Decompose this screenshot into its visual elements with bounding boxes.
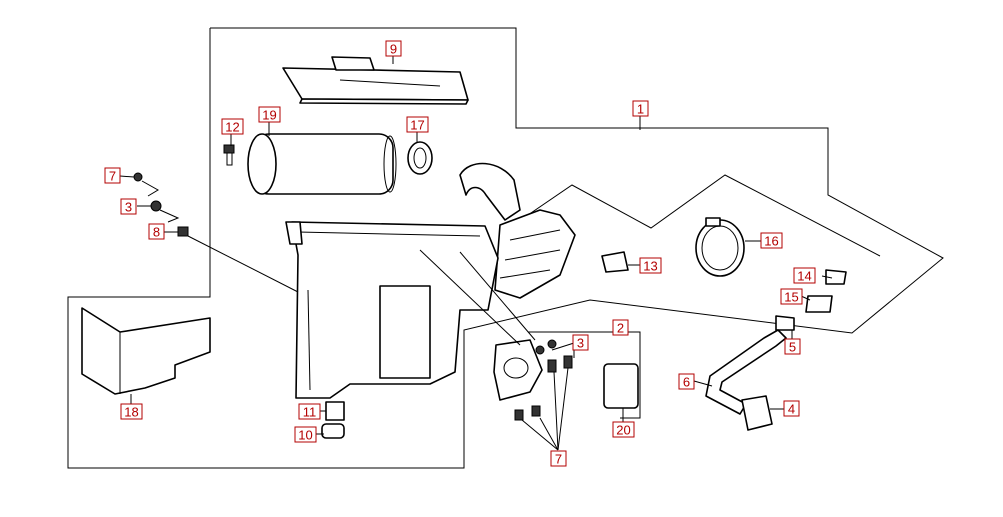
hose-clip-13	[601, 251, 629, 273]
clips-right	[775, 269, 847, 331]
svg-text:11: 11	[303, 405, 317, 420]
callout-3-top: 3	[572, 334, 589, 351]
hose-group-boundary	[527, 174, 881, 257]
callout-7-left: 7	[104, 167, 121, 184]
svg-text:14: 14	[797, 269, 811, 284]
svg-text:16: 16	[764, 234, 778, 249]
callout-13: 13	[639, 257, 662, 274]
intake-duct	[459, 162, 576, 299]
svg-text:4: 4	[788, 402, 795, 417]
callout-6: 6	[678, 373, 695, 390]
air-box-body	[285, 221, 499, 399]
svg-text:6: 6	[683, 375, 690, 390]
svg-text:19: 19	[262, 108, 276, 123]
side-panel	[81, 307, 211, 395]
callout-9: 9	[385, 40, 402, 57]
nuts-lower	[535, 339, 557, 355]
callout-11: 11	[298, 403, 321, 420]
svg-text:2: 2	[617, 321, 624, 336]
gasket-pad	[603, 363, 639, 409]
callout-8: 8	[148, 223, 165, 240]
mounting-bracket	[493, 331, 641, 419]
leader-lines	[119, 56, 833, 451]
svg-text:10: 10	[298, 428, 312, 443]
svg-text:20: 20	[616, 423, 630, 438]
svg-text:15: 15	[784, 290, 798, 305]
svg-text:13: 13	[643, 259, 657, 274]
callout-15: 15	[780, 288, 803, 305]
callout-5: 5	[784, 338, 801, 355]
filter-element	[247, 133, 397, 195]
callout-14: 14	[793, 267, 816, 284]
svg-text:1: 1	[637, 102, 644, 117]
callout-18: 18	[120, 403, 143, 420]
assembly-boundary	[67, 27, 944, 469]
drain-tube	[321, 401, 345, 439]
callout-16: 16	[760, 232, 783, 249]
callout-7-bottom: 7	[550, 450, 567, 467]
callout-4: 4	[783, 400, 800, 417]
hose-clamp-16	[695, 217, 745, 277]
callout-20: 20	[612, 421, 635, 438]
svg-text:3: 3	[125, 200, 132, 215]
callout-10: 10	[294, 426, 317, 443]
svg-text:7: 7	[555, 452, 562, 467]
callout-19: 19	[258, 106, 281, 123]
screw-12	[223, 144, 235, 166]
callout-17: 17	[406, 116, 429, 133]
svg-text:7: 7	[109, 169, 116, 184]
callout-2: 2	[612, 319, 629, 336]
svg-text:12: 12	[225, 120, 239, 135]
svg-text:3: 3	[577, 336, 584, 351]
svg-text:18: 18	[124, 405, 138, 420]
svg-text:8: 8	[153, 225, 160, 240]
svg-text:5: 5	[789, 340, 796, 355]
bolts-lower	[514, 355, 573, 421]
callout-3-left: 3	[120, 198, 137, 215]
filter-ring	[407, 141, 433, 175]
cover-lid	[282, 56, 469, 105]
callout-1: 1	[632, 100, 649, 117]
breather-hose	[705, 329, 787, 431]
svg-text:17: 17	[410, 118, 424, 133]
callout-12: 12	[221, 118, 244, 135]
svg-text:9: 9	[390, 42, 397, 57]
